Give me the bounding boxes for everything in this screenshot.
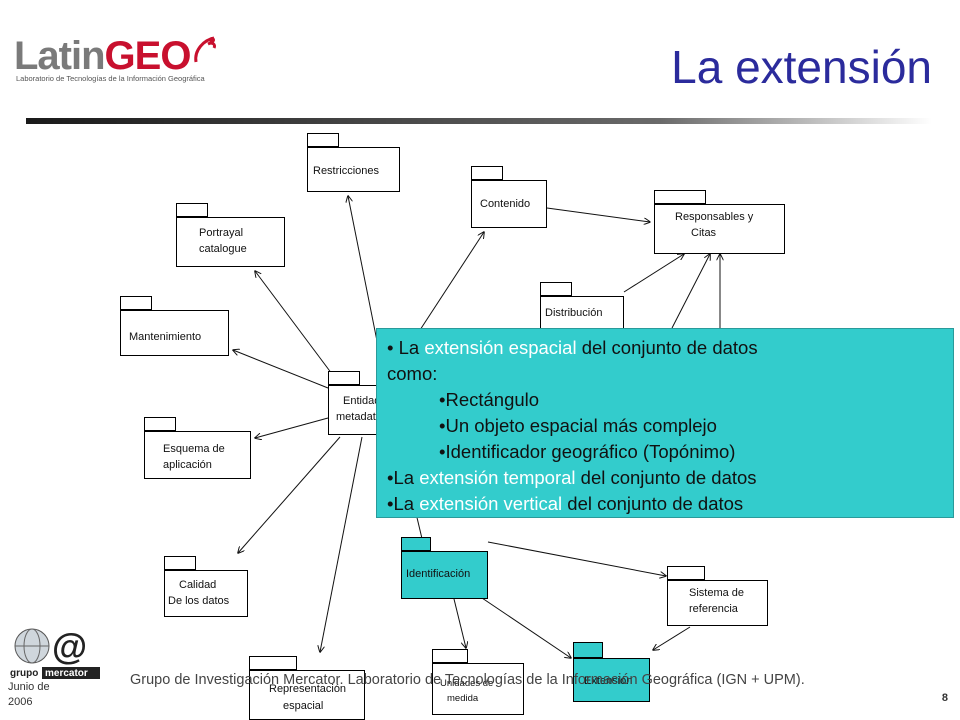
package-distribucion: Distribución — [540, 296, 624, 330]
callout-bullet: •Un objeto espacial más complejo — [439, 415, 717, 436]
edge-entidad-portrayal — [255, 271, 336, 379]
package-contenido: Contenido — [471, 180, 547, 228]
package-tab — [432, 649, 468, 663]
edge-distribucion-responsables — [623, 254, 684, 293]
package-tab — [573, 642, 603, 658]
package-mantenimiento: Mantenimiento — [120, 310, 229, 356]
package-tab — [144, 417, 176, 431]
latingeo-logo: LatinGEO — [14, 34, 191, 78]
edge-entidad-contenido — [419, 232, 484, 331]
edge-identificacion-unidades — [453, 598, 466, 648]
edge-identificacion-extension — [481, 597, 571, 658]
edge-entidad-calidad — [238, 436, 341, 553]
edge-identificacion-sistema — [487, 541, 666, 576]
package-tab — [667, 566, 705, 580]
package-tab — [401, 537, 431, 551]
package-tab — [471, 166, 503, 180]
package-tab — [120, 296, 152, 310]
package-tab — [540, 282, 572, 296]
edge-sistema-extension — [653, 626, 691, 650]
edge-entidad-representacion — [320, 436, 363, 652]
package-esquema-aplicacion: Esquema de aplicación — [144, 431, 251, 479]
callout-line: como: — [387, 363, 438, 384]
package-responsables-citas: Responsables y Citas — [654, 204, 785, 254]
svg-text:@: @ — [52, 626, 87, 667]
package-portrayal-catalogue: Portrayal catalogue — [176, 217, 285, 267]
package-restricciones: Restricciones — [307, 147, 400, 192]
edge-to-responsables-1 — [671, 254, 710, 329]
footer-text: Grupo de Investigación Mercator. Laborat… — [130, 672, 805, 688]
package-unidades-medida: Unidades de medida — [432, 663, 524, 715]
package-tab — [654, 190, 706, 204]
package-tab — [328, 371, 360, 385]
logo-mercator-text: mercator — [45, 668, 88, 679]
package-tab — [307, 133, 339, 147]
callout-line: •La extensión temporal del conjunto de d… — [387, 467, 757, 488]
edge-entidad-esquema — [255, 417, 329, 438]
title-divider — [26, 118, 932, 124]
logo-grupo-text: grupo — [10, 668, 38, 679]
grupo-mercator-logo: @ grupo mercator — [8, 626, 100, 687]
extension-callout: • La extensión espacial del conjunto de … — [376, 328, 954, 518]
logo-swirl-icon — [190, 32, 220, 77]
package-tab — [164, 556, 196, 570]
package-calidad-datos: Calidad De los datos — [164, 570, 248, 617]
package-tab — [176, 203, 208, 217]
callout-bullet: •Identificador geográfico (Topónimo) — [439, 441, 736, 462]
slide-title: La extensión — [671, 41, 932, 93]
package-tab — [249, 656, 297, 670]
callout-bullet: •Rectángulo — [439, 389, 540, 410]
package-representacion-espacial: Representación espacial — [249, 670, 365, 720]
logo-subtitle: Laboratorio de Tecnologías de la Informa… — [16, 74, 205, 83]
edge-contenido-responsables — [546, 207, 650, 222]
package-identificacion: Identificación — [401, 551, 488, 599]
callout-line: • La extensión espacial del conjunto de … — [387, 337, 758, 358]
callout-line: •La extensión vertical del conjunto de d… — [387, 493, 744, 514]
page-number: 8 — [941, 692, 948, 704]
edge-entidad-mantenimiento — [233, 350, 329, 389]
package-sistema-referencia: Sistema de referencia — [667, 580, 768, 626]
footer-date: Junio de 2006 — [8, 681, 50, 708]
package-extension: Extensión — [573, 658, 650, 702]
